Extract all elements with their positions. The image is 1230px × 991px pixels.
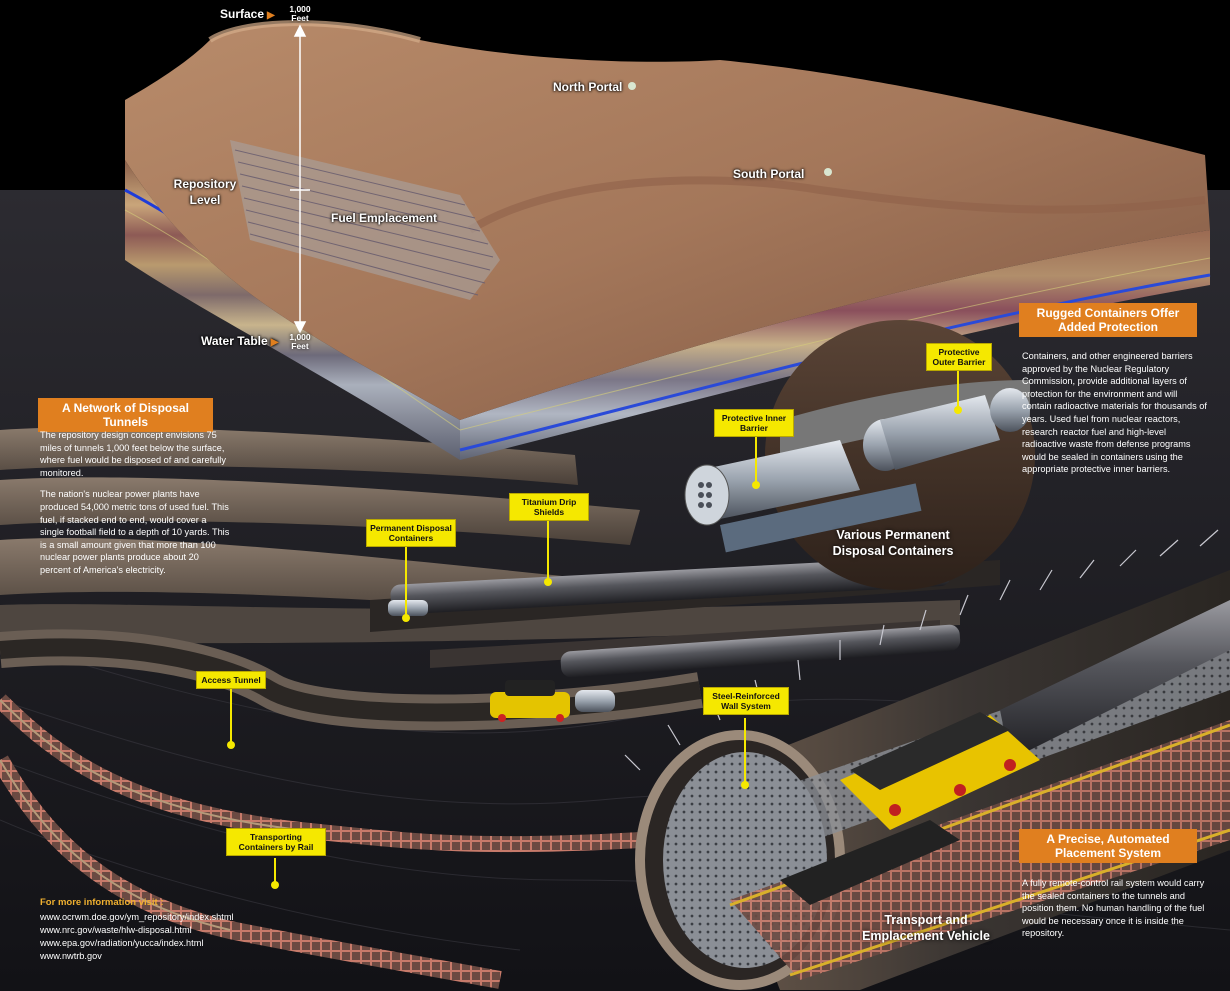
bottom-depth-number: 1,000 (289, 332, 311, 342)
containers-heading: Rugged Containers Offer Added Protection (1019, 303, 1197, 337)
disposal-tunnel (370, 556, 1000, 722)
info-link-nrc[interactable]: www.nrc.gov/waste/hlw-disposal.html (40, 925, 192, 935)
callout-steel-reinforced-wall: Steel-Reinforced Wall System (703, 687, 789, 715)
top-depth-unit: Feet (291, 13, 309, 23)
info-link-ocrwm[interactable]: www.ocrwm.doe.gov/ym_repository/index.sh… (40, 912, 234, 922)
fuel-emplacement-label: Fuel Emplacement (331, 211, 438, 225)
placement-heading: A Precise, Automated Placement System (1019, 829, 1197, 863)
callout-protective-outer-barrier: Protective Outer Barrier (926, 343, 992, 371)
repository-level-label: Repository Level (173, 177, 237, 207)
network-body: The repository design concept envisions … (40, 429, 232, 586)
surface-label: Surface▶ (220, 7, 275, 21)
callout-access-tunnel: Access Tunnel (196, 671, 266, 689)
callout-protective-inner-barrier: Protective Inner Barrier (714, 409, 794, 437)
callout-dots (227, 406, 962, 889)
network-paragraph-2: The nation's nuclear power plants have p… (40, 489, 230, 575)
info-link-epa[interactable]: www.epa.gov/radiation/yucca/index.html (40, 938, 204, 948)
depth-arrow (290, 24, 310, 334)
callout-titanium-drip-shields: Titanium Drip Shields (509, 493, 589, 521)
network-heading: A Network of Disposal Tunnels (38, 398, 213, 432)
transport-vehicle-label: Transport and Emplacement Vehicle (862, 913, 990, 943)
containers-body: Containers, and other engineered barrier… (1022, 351, 1207, 475)
container-inset (684, 320, 1035, 590)
water-table-label: Water Table▶ (201, 334, 279, 348)
more-info-heading: For more information visit : (40, 897, 164, 908)
callout-transporting-containers: Transporting Containers by Rail (226, 828, 326, 856)
north-portal-label: North Portal (553, 80, 623, 94)
info-link-nwtrb[interactable]: www.nwtrb.gov (40, 951, 102, 961)
south-portal-label: South Portal (733, 167, 805, 181)
placement-body: A fully remote-control rail system would… (1022, 878, 1205, 939)
bottom-depth-unit: Feet (291, 341, 309, 351)
callout-leaders (230, 370, 959, 885)
network-paragraph-1: The repository design concept envisions … (40, 430, 226, 478)
top-depth-number: 1,000 (289, 4, 311, 14)
various-containers-label: Various Permanent Disposal Containers (832, 528, 954, 558)
callout-permanent-disposal-containers: Permanent Disposal Containers (366, 519, 456, 547)
transport-tunnel (624, 529, 1230, 990)
